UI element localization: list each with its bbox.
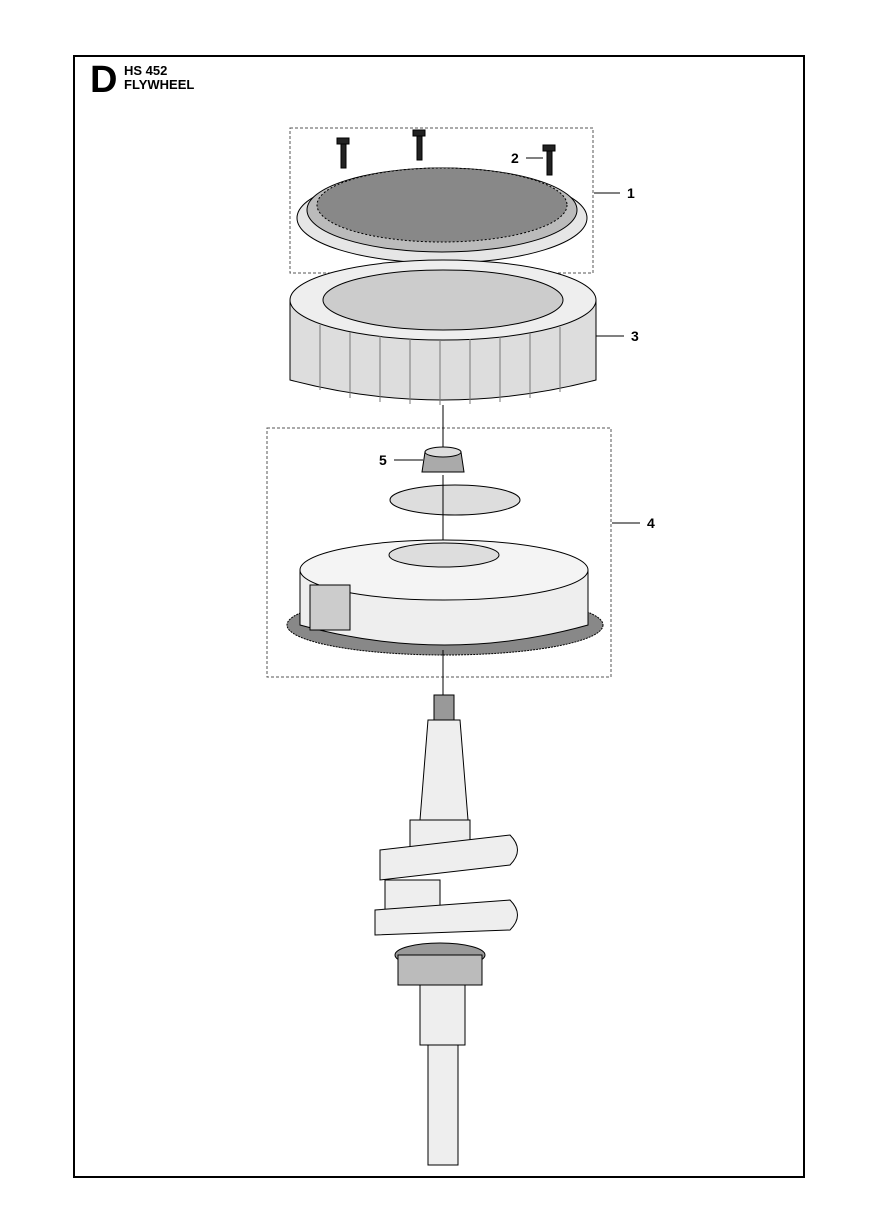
callout-3: 3	[631, 328, 639, 344]
diagram-title: FLYWHEEL	[124, 77, 195, 92]
washer	[389, 484, 521, 516]
crankshaft	[374, 694, 518, 1166]
group-box-1	[289, 127, 594, 274]
callout-5: 5	[379, 452, 387, 468]
page-frame	[73, 55, 805, 1178]
callout-1: 1	[627, 185, 635, 201]
screen-cover	[296, 167, 588, 264]
model-name: HS 452	[124, 63, 168, 78]
screw-icon	[336, 129, 556, 176]
callout-4: 4	[647, 515, 655, 531]
fan	[289, 259, 597, 405]
leader-lines	[394, 157, 640, 524]
flywheel	[286, 539, 604, 656]
callout-2: 2	[511, 150, 519, 166]
group-box-4	[266, 427, 612, 678]
nut	[421, 446, 465, 473]
section-letter: D	[90, 59, 118, 101]
